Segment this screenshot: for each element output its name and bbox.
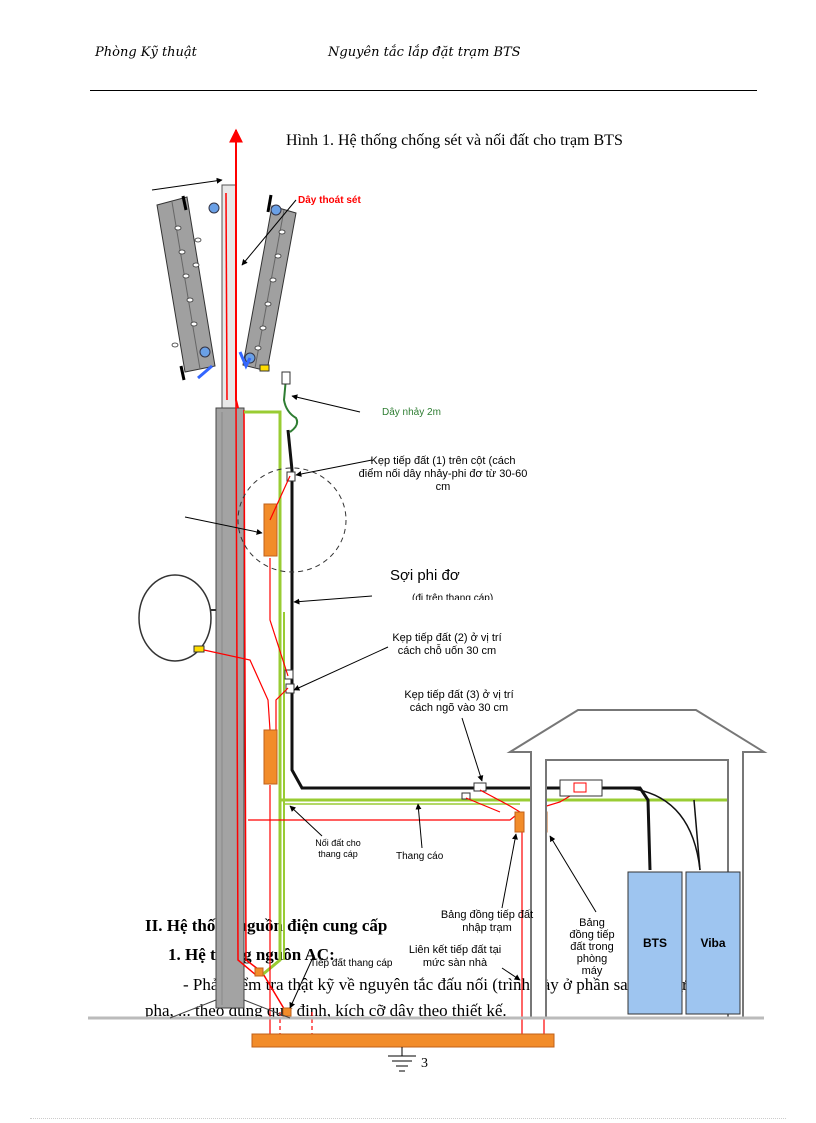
- grounding-bar-tower-bottom: [263, 729, 278, 785]
- jumper-cable: [282, 377, 299, 433]
- header-document-title: Nguyên tắc lắp đặt trạm BTS: [328, 45, 521, 60]
- mast-pipe: [221, 184, 237, 411]
- cable-ladder-vertical: [244, 410, 282, 977]
- label-room-bar: Bảng đồng tiếp đất trong phòng máy: [569, 917, 615, 977]
- antenna-left: [156, 195, 220, 381]
- footer-divider: [30, 1118, 786, 1119]
- equipment-shelter: [506, 709, 768, 1019]
- label-floor-link: Liên kết tiếp đất tại mức sàn nhà: [408, 944, 502, 969]
- label-cable-ladder: Thang cáo: [396, 851, 444, 862]
- label-feeder: Sợi phi đơ: [390, 567, 460, 584]
- bts-cabinet: [627, 871, 683, 1015]
- label-ladder-ground-2: Tiếp đất thang cáp: [310, 958, 393, 969]
- header-rule: [90, 90, 757, 91]
- label-bts: BTS: [643, 936, 667, 950]
- earth-ground-icon: [388, 1047, 416, 1072]
- header-department: Phòng Kỹ thuật: [95, 45, 197, 60]
- viba-cabinet: [685, 871, 741, 1015]
- subsection-heading: 1. Hệ thống nguồn AC:: [168, 945, 335, 964]
- label-lightning-wire: Dây thoát sét: [298, 195, 361, 206]
- section-heading: II. Hệ thống nguồn điện cung cấp: [145, 916, 388, 935]
- paragraph-line-1: - Phải kiểm tra thật kỹ về nguyên tắc đấ…: [183, 975, 687, 994]
- antenna-right: [242, 194, 297, 372]
- label-clamp-3: Kẹp tiếp đất (3) ở vị trí cách ngõ vào 3…: [404, 689, 514, 714]
- detail-circle: [237, 467, 347, 573]
- label-feeder-sub: (đi trên thang cáp): [412, 593, 494, 600]
- entry-grounding-bar: [514, 811, 525, 833]
- label-viba: Viba: [700, 936, 726, 950]
- buried-grounding-bar: [251, 1033, 555, 1048]
- label-entry-bar: Bảng đồng tiếp đất nhập trạm: [440, 909, 534, 934]
- figure-title: Hình 1. Hệ thống chống sét và nối đất ch…: [286, 132, 623, 149]
- tower-column: [215, 407, 245, 1009]
- label-ladder-ground: Nối đất cho thang cáp: [315, 838, 361, 859]
- grounding-bar-tower-top: [263, 503, 278, 557]
- label-clamp-1: Kẹp tiếp đất (1) trên cột (cách điểm nối…: [358, 455, 528, 493]
- page-number: 3: [421, 1056, 428, 1071]
- lightning-rod-wire: [235, 130, 239, 409]
- microwave-dish: [138, 574, 216, 662]
- label-jumper: Dây nhảy 2m: [382, 407, 441, 418]
- label-clamp-2: Kẹp tiếp đất (2) ở vị trí cách chỗ uốn 3…: [392, 632, 502, 657]
